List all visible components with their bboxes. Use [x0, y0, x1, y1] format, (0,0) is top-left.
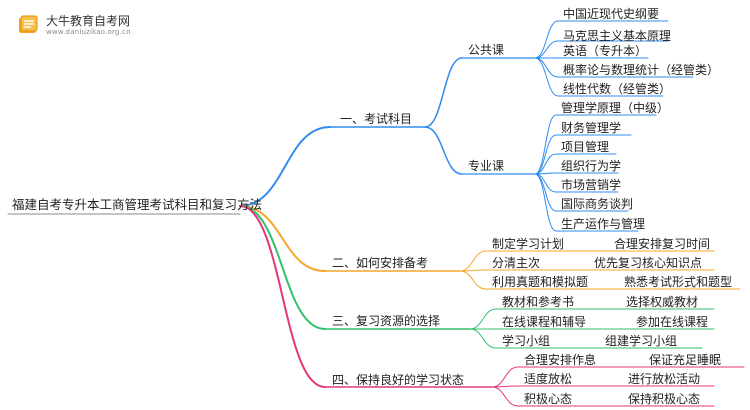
major-course-item: 组织行为学: [561, 159, 622, 173]
connector-pair-item: [469, 308, 497, 330]
public-course-item: 中国近现代史纲要: [563, 7, 660, 21]
connector-root-branch2: [239, 205, 326, 272]
major-course-item: 市场营销学: [561, 178, 622, 192]
major-course-item: 国际商务谈判: [561, 197, 634, 211]
connector-major-item: [534, 134, 557, 175]
branch-exam-subjects: 一、考试科目: [340, 112, 413, 126]
resource-detail: 选择权威教材: [626, 295, 699, 309]
state-detail: 保证充足睡眠: [649, 353, 722, 367]
state-item: 适度放松: [524, 372, 573, 386]
major-course-item: 生产运作与管理: [561, 217, 646, 231]
book-logo-icon: [19, 15, 38, 33]
connector-major-item: [534, 153, 557, 175]
resource-item: 在线课程和辅导: [502, 315, 587, 329]
connector-root-branch3: [239, 205, 326, 330]
method-detail: 熟悉考试形式和题型: [624, 275, 733, 289]
mindmap-root-topic: 福建自考专升本工商管理考试科目和复习方法: [12, 197, 263, 212]
connector-root-branch4: [239, 205, 326, 388]
method-item: 利用真题和模拟题: [492, 275, 589, 289]
branch-review-resources: 三、复习资源的选择: [332, 314, 441, 328]
connector-pair-item: [469, 328, 497, 349]
connector-public-item: [534, 20, 559, 59]
major-course-item: 管理学原理（中级）: [561, 101, 670, 115]
watermark-brand-name: 大牛教育自考网: [46, 14, 131, 28]
branch-study-state: 四、保持良好的学习状态: [332, 373, 465, 387]
method-detail: 优先复习核心知识点: [594, 256, 703, 270]
major-course-item: 财务管理学: [561, 121, 622, 135]
method-item: 分清主次: [492, 256, 541, 270]
connector-public-item: [534, 57, 559, 78]
resource-detail: 参加在线课程: [636, 315, 709, 329]
public-course-item: 线性代数（经管类）: [563, 82, 672, 96]
connector-public-item: [534, 40, 559, 59]
state-detail: 保持积极心态: [628, 392, 701, 406]
public-course-item: 英语（专升本）: [563, 44, 648, 58]
connector-pair-item: [459, 270, 487, 290]
major-course-item: 项目管理: [561, 140, 610, 154]
connector-public-item: [534, 57, 559, 97]
connector-branch1-public: [424, 57, 463, 128]
group-major-courses: 专业课: [468, 159, 505, 173]
branch-exam-preparation: 二、如何安排备考: [332, 256, 429, 270]
connector-root-branch1: [239, 126, 331, 207]
state-item: 积极心态: [524, 392, 573, 406]
state-item: 合理安排作息: [524, 353, 597, 367]
connector-pair-item: [491, 366, 519, 388]
watermark-url: www.daniuzikao.org.cn: [46, 28, 131, 36]
state-detail: 进行放松活动: [628, 372, 701, 386]
method-item: 制定学习计划: [492, 237, 565, 251]
method-detail: 合理安排复习时间: [614, 237, 711, 251]
connector-major-item: [534, 114, 557, 175]
connector-pair-item: [459, 250, 487, 272]
connector-pair-item: [491, 386, 519, 407]
resource-item: 学习小组: [502, 334, 551, 348]
connector-branch1-major: [424, 126, 463, 175]
connector-major-item: [534, 173, 557, 212]
public-course-item: 概率论与数理统计（经管类）: [563, 63, 720, 77]
public-course-item: 马克思主义基本原理: [563, 29, 672, 43]
group-public-courses: 公共课: [468, 43, 505, 57]
resource-detail: 组建学习小组: [605, 334, 678, 348]
connector-major-item: [534, 173, 557, 232]
resource-item: 教材和参考书: [502, 295, 575, 309]
